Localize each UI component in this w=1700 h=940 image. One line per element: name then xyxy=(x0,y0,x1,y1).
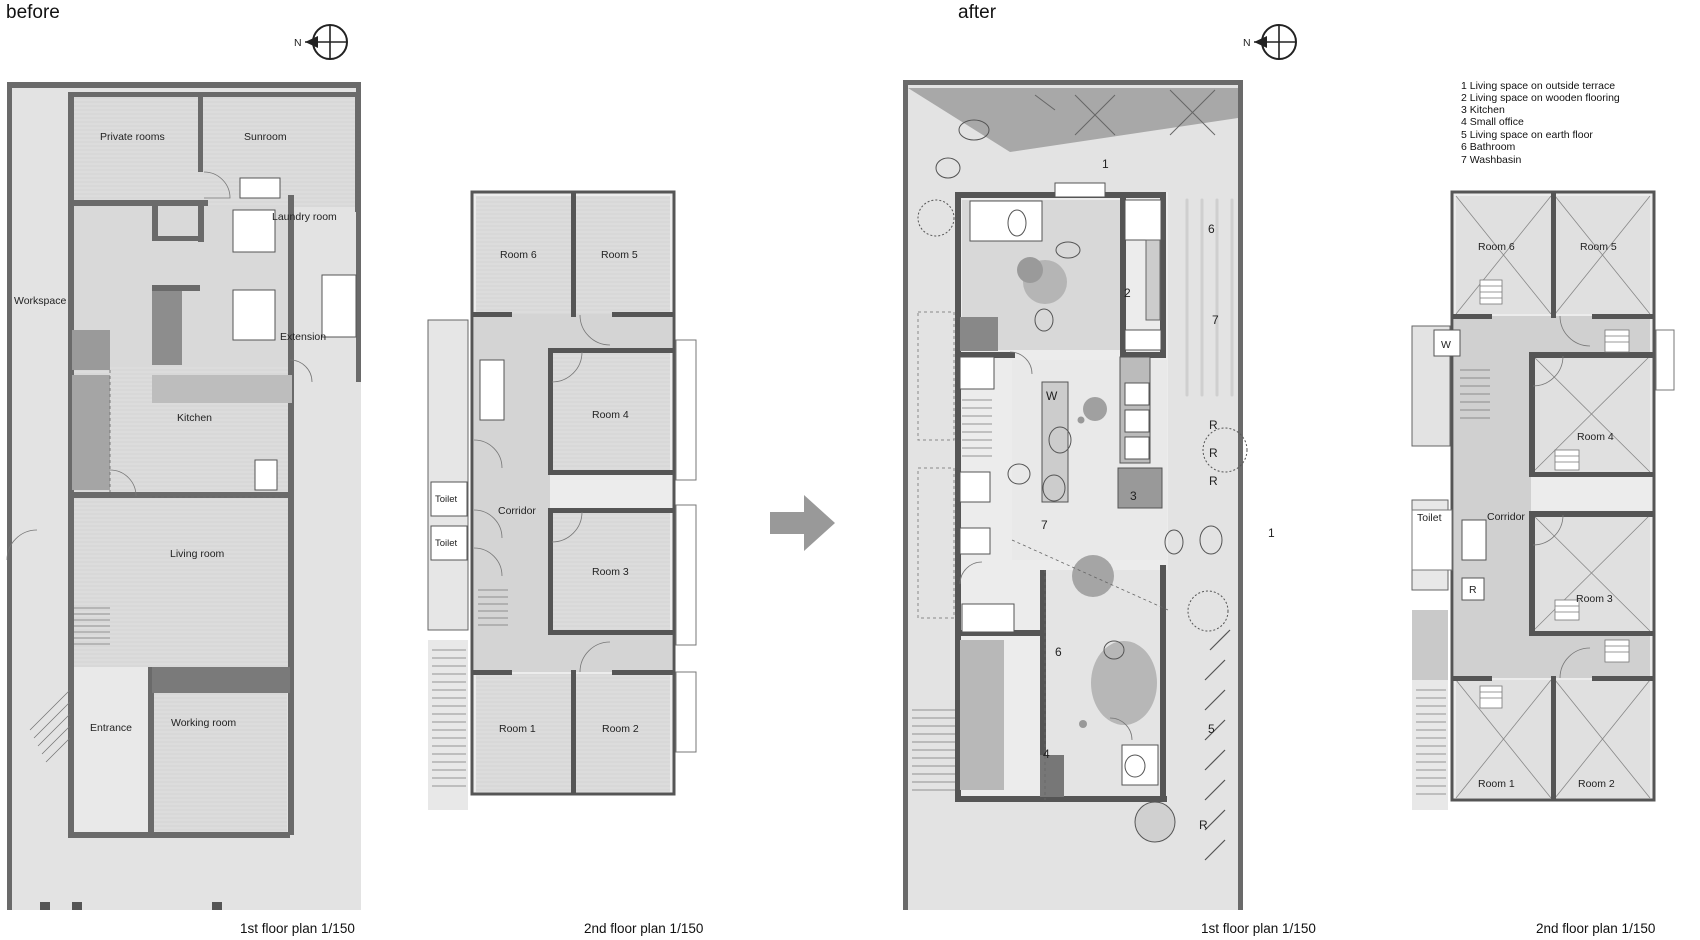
room1-label: Room 1 xyxy=(499,723,536,735)
area4-label: 4 xyxy=(1043,747,1050,761)
fridge4-label: R xyxy=(1199,818,1208,832)
room5-label: Room 5 xyxy=(601,249,638,261)
room6-label: Room 6 xyxy=(500,249,537,261)
area1-right-label: 1 xyxy=(1268,526,1275,540)
legend-item: 6 Bathroom xyxy=(1461,141,1516,153)
entrance-label: Entrance xyxy=(90,722,132,734)
caption-after-2f: 2nd floor plan 1/150 xyxy=(1536,921,1655,936)
area6-top-label: 6 xyxy=(1208,222,1215,236)
caption-after-1f: 1st floor plan 1/150 xyxy=(1201,921,1316,936)
room3-label: Room 3 xyxy=(592,566,629,578)
legend: 1 Living space on outside terrace 2 Livi… xyxy=(1461,80,1620,166)
area5-label: 5 xyxy=(1208,722,1215,736)
area7-top-label: 7 xyxy=(1212,313,1219,327)
legend-item: 4 Small office xyxy=(1461,116,1524,128)
fridge-label: R xyxy=(1469,584,1477,596)
kitchen-label: Kitchen xyxy=(177,412,212,424)
workspace-label: Workspace xyxy=(14,295,66,307)
extension-label: Extension xyxy=(280,331,326,343)
washer-label: W xyxy=(1046,389,1058,403)
toilet-label: Toilet xyxy=(1417,512,1442,524)
living-room-label: Living room xyxy=(170,548,225,560)
room4-label: Room 4 xyxy=(1577,431,1614,443)
area1-top-label: 1 xyxy=(1102,157,1109,171)
before-1f-plan: Private rooms Sunroom Laundry room Works… xyxy=(6,82,361,910)
legend-item: 3 Kitchen xyxy=(1461,104,1505,116)
before-2f-plan: Room 6 Room 5 Room 4 Room 3 Room 1 Room … xyxy=(427,190,697,810)
area3-label: 3 xyxy=(1130,489,1137,503)
caption-before-1f: 1st floor plan 1/150 xyxy=(240,921,355,936)
room2-label: Room 2 xyxy=(602,723,639,735)
after-2f-plan: Room 6 Room 5 Room 4 Room 3 Room 1 Room … xyxy=(1411,190,1675,810)
washer-label: W xyxy=(1441,339,1451,351)
area2-label: 2 xyxy=(1124,286,1131,300)
caption-before-2f: 2nd floor plan 1/150 xyxy=(584,921,703,936)
area6-bath-label: 6 xyxy=(1055,645,1062,659)
fridge2-label: R xyxy=(1209,446,1218,460)
sunroom-label: Sunroom xyxy=(244,131,287,143)
after-title: after xyxy=(958,2,997,23)
compass-before: N xyxy=(294,24,348,60)
legend-item: 5 Living space on earth floor xyxy=(1461,129,1593,141)
room6-label: Room 6 xyxy=(1478,241,1515,253)
room5-label: Room 5 xyxy=(1580,241,1617,253)
legend-item: 2 Living space on wooden flooring xyxy=(1461,92,1620,104)
north-label: N xyxy=(1243,37,1251,49)
room3-label: Room 3 xyxy=(1576,593,1613,605)
toilet1-label: Toilet xyxy=(435,494,458,505)
north-label: N xyxy=(294,37,302,49)
laundry-room-label: Laundry room xyxy=(272,211,337,223)
legend-item: 7 Washbasin xyxy=(1461,154,1521,166)
room2-label: Room 2 xyxy=(1578,778,1615,790)
after-1f-plan: 1 1 2 3 4 5 6 6 7 7 W R R R R xyxy=(903,80,1275,910)
legend-item: 1 Living space on outside terrace xyxy=(1461,80,1615,92)
working-room-label: Working room xyxy=(171,717,236,729)
area7-left-label: 7 xyxy=(1041,518,1048,532)
room4-label: Room 4 xyxy=(592,409,629,421)
transformation-arrow xyxy=(770,495,835,551)
corridor-label: Corridor xyxy=(498,505,536,517)
fridge3-label: R xyxy=(1209,474,1218,488)
before-title: before xyxy=(6,2,60,23)
fridge1-label: R xyxy=(1209,418,1218,432)
compass-after: N xyxy=(1243,24,1297,60)
private-rooms-label: Private rooms xyxy=(100,131,165,143)
corridor-label: Corridor xyxy=(1487,511,1525,523)
toilet2-label: Toilet xyxy=(435,538,458,549)
room1-label: Room 1 xyxy=(1478,778,1515,790)
